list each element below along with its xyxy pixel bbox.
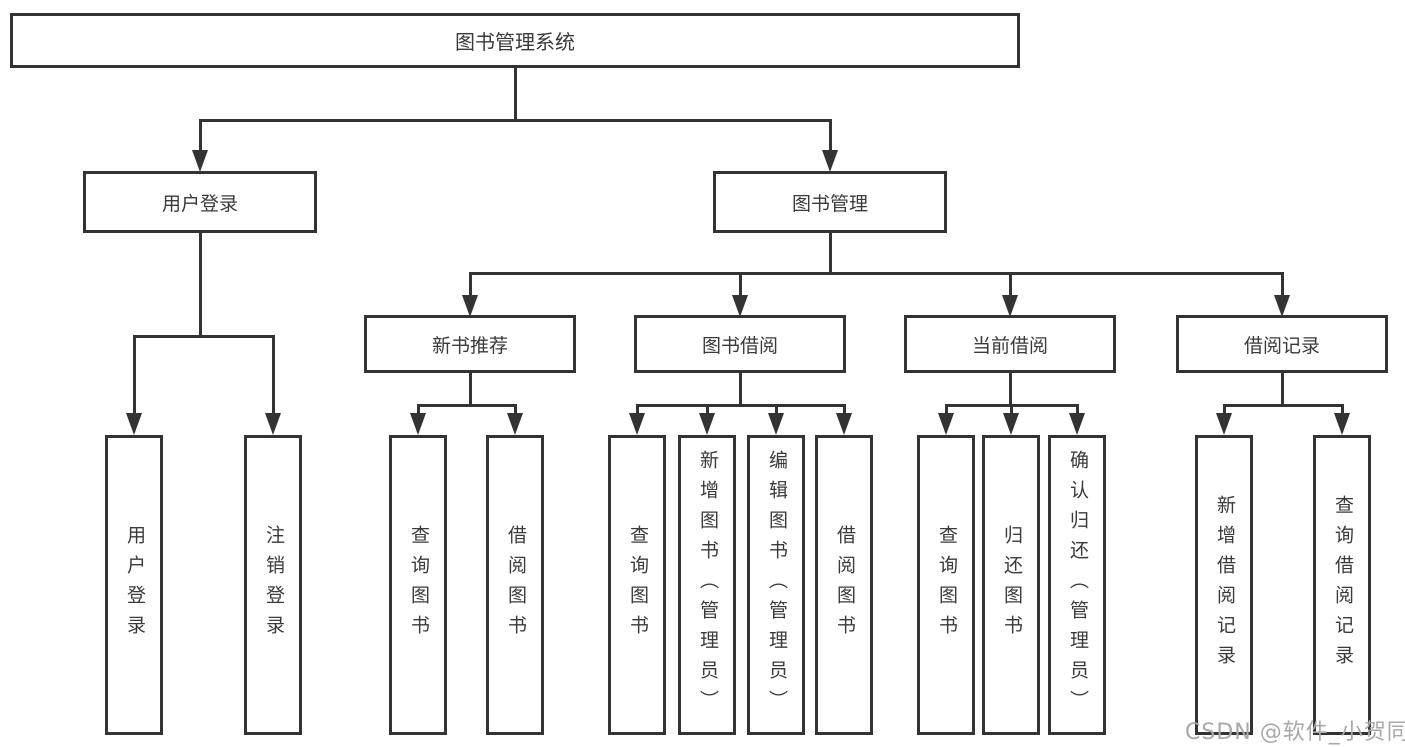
arrowhead-icon [1216,413,1232,435]
root-label: 图书管理系统 [455,30,575,54]
connector-drop-leaf [1223,404,1226,415]
leaf-label: 确认归还（管理员） [1066,450,1089,720]
leaf-label: 借阅图书 [504,525,527,645]
connector-drop-leaf [1076,404,1079,415]
leaf-label: 用户登录 [123,525,146,645]
arrowhead-icon [410,413,426,435]
arrowhead-icon [507,413,523,435]
node-book-borrowing: 图书借阅 [634,315,846,373]
leaf-user-login: 用户登录 [105,435,163,735]
arrowhead-icon [1334,413,1350,435]
leaf-label: 新增借阅记录 [1213,495,1236,675]
node-new-book-recommendation: 新书推荐 [364,315,576,373]
leaf-borrow-books: 借阅图书 [815,435,873,735]
connector-records-stem [1281,373,1284,406]
connector-drop-book-management [829,119,832,152]
leaf-logout: 注销登录 [244,435,302,735]
leaf-query-books-current: 查询图书 [917,435,975,735]
arrowhead-icon [822,150,838,172]
leaf-label: 归还图书 [1000,525,1023,645]
leaf-return-books: 归还图书 [982,435,1040,735]
leaf-label: 新增图书（管理员） [696,450,719,720]
node-label: 用户登录 [161,192,238,215]
csdn-watermark: CSDN @软件_小贺同学 [1185,720,1405,745]
node-label: 当前借阅 [971,334,1048,357]
connector-drop-node [469,272,472,296]
leaf-borrow-books-recommend: 借阅图书 [486,435,544,735]
arrowhead-icon [126,413,142,435]
node-label: 借阅记录 [1243,334,1320,357]
arrowhead-icon [732,295,748,317]
connector-drop-leaf [1010,404,1013,415]
connector-drop-node [1281,272,1284,296]
node-user-login: 用户登录 [83,171,317,233]
leaf-confirm-return-admin: 确认归还（管理员） [1048,435,1106,735]
arrowhead-icon [768,413,784,435]
arrowhead-icon [1274,295,1290,317]
arrowhead-icon [938,413,954,435]
leaf-label: 编辑图书（管理员） [765,450,788,720]
connector-drop-leaf [272,335,275,414]
node-label: 图书借阅 [701,334,778,357]
connector-drop-leaf [636,404,639,415]
arrowhead-icon [192,150,208,172]
leaf-label: 借阅图书 [833,525,856,645]
connector-drop-leaf [1341,404,1344,415]
connector-borrowing-hbar [636,404,845,407]
connector-newbook-hbar [417,404,517,407]
connector-drop-node [1009,272,1012,296]
connector-bookmgmt-stem [829,233,832,275]
arrowhead-icon [629,413,645,435]
arrowhead-icon [836,413,852,435]
leaf-label: 查询图书 [626,525,649,645]
leaf-add-book-admin: 新增图书（管理员） [678,435,736,735]
arrowhead-icon [699,413,715,435]
node-label: 新书推荐 [431,334,508,357]
node-borrowing-records: 借阅记录 [1176,315,1388,373]
connector-bookmgmt-hbar [469,272,1284,275]
connector-drop-leaf [417,404,420,415]
connector-root-stem [514,68,517,121]
connector-drop-user-login [199,119,202,152]
connector-drop-leaf [775,404,778,415]
arrowhead-icon [1069,413,1085,435]
leaf-label: 查询图书 [935,525,958,645]
leaf-query-books-borrowing: 查询图书 [608,435,666,735]
leaf-label: 查询借阅记录 [1331,495,1354,675]
arrowhead-icon [265,413,281,435]
connector-drop-leaf [843,404,846,415]
connector-borrowing-stem [739,373,742,406]
node-book-management: 图书管理 [713,171,947,233]
connector-root-hbar [199,119,832,122]
root-box-library-management-system: 图书管理系统 [10,13,1020,68]
arrowhead-icon [462,295,478,317]
leaf-query-books-recommend: 查询图书 [389,435,447,735]
leaf-label: 注销登录 [262,525,285,645]
connector-drop-leaf [133,335,136,414]
connector-drop-leaf [706,404,709,415]
leaf-edit-book-admin: 编辑图书（管理员） [747,435,805,735]
arrowhead-icon [1003,413,1019,435]
connector-newbook-stem [469,373,472,406]
node-label: 图书管理 [791,192,868,215]
node-current-borrowing: 当前借阅 [904,315,1116,373]
connector-records-hbar [1223,404,1343,407]
connector-current-stem [1009,373,1012,406]
connector-drop-leaf [945,404,948,415]
leaf-add-borrow-record: 新增借阅记录 [1195,435,1253,735]
leaf-label: 查询图书 [407,525,430,645]
connector-drop-node [739,272,742,296]
arrowhead-icon [1002,295,1018,317]
leaf-query-borrow-record: 查询借阅记录 [1313,435,1371,735]
connector-drop-leaf [514,404,517,415]
connector-userlogin-hbar [133,335,275,338]
connector-userlogin-stem [199,233,202,336]
